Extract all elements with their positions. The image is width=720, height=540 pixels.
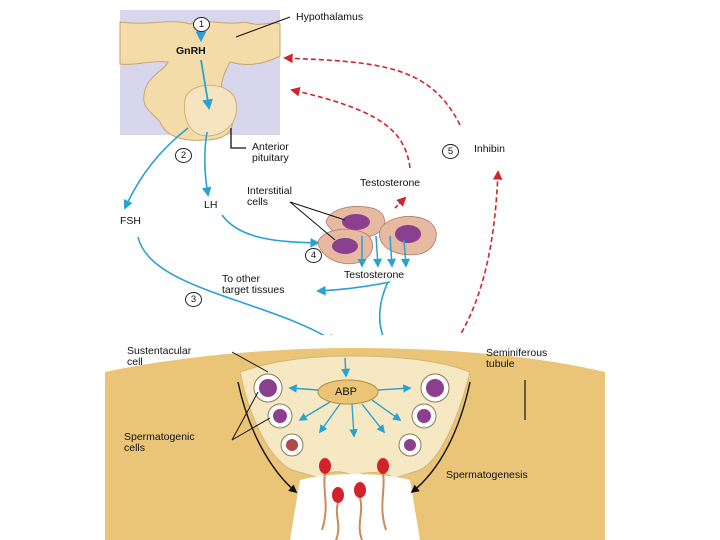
spermatogenic-cells [253,373,450,457]
testosterone-release-arrow [394,196,407,209]
gnrh-arrow-lower [200,59,213,111]
lh-arrow [201,131,212,197]
abp-label: ABP [335,386,358,398]
fsh-into-tubule-arrow [341,357,351,378]
step-3-marker: 3 [185,292,202,307]
hypothalamus-label: Hypothalamus [296,11,364,23]
interstitial-leader-1 [289,201,346,221]
sperm-cells [319,458,389,540]
tubule-lumen [290,474,420,540]
abp-arrow-down-2 [319,403,341,434]
fsh-label: FSH [120,215,141,227]
spermatogenic-leader-1 [231,417,271,441]
testosterone-top-label: Testosterone [360,177,421,189]
pituitary-leader [230,128,246,149]
anterior-pituitary-label: Anterior pituitary [252,141,289,164]
spermatogenesis-arrow-right [410,381,471,494]
other-target-tissues-label: To other target tissues [222,273,285,296]
testosterone-feedback-arrow [290,87,411,169]
spermatogenic-leader-2 [231,391,259,441]
testosterone-arrow-2 [373,235,383,268]
testosterone-arrow-4 [400,239,410,268]
interstitial-leader-2 [289,201,336,241]
interstitial-cell-cluster [317,206,437,265]
abp-arrow-down-5 [371,399,402,421]
sustentacular-cell-label: Sustentacular cell [127,345,192,368]
tubule-top-edge [105,335,605,372]
step-4-marker: 4 [305,248,322,263]
abp-arrow-down-1 [298,401,331,421]
spermatogenic-cells-label: Spermatogenic cells [124,431,195,454]
abp-ellipse [317,379,379,405]
other-tissues-arrow [316,281,391,296]
fsh-to-tubule-arrow [137,236,337,344]
spermatogenesis-arrow-left [237,381,298,494]
interstitial-cells-label: Interstitial cells [247,185,292,208]
abp-arrow-right [377,384,412,393]
step-5-marker: 5 [442,144,459,159]
abp-arrow-down-4 [361,403,386,434]
sustentacular-leader [231,351,269,373]
spermatogenesis-label: Spermatogenesis [446,469,528,481]
inhibin-release-arrow [437,170,503,366]
step-2-marker: 2 [175,148,192,163]
step-1-marker: 1 [193,17,210,32]
abp-arrow-down-3 [349,403,358,438]
lh-to-interstitial-arrow [221,214,320,248]
testosterone-bottom-label: Testosterone [344,269,405,281]
abp-arrow-left [288,384,319,393]
inhibin-label: Inhibin [474,143,505,155]
seminiferous-tubule-label: Seminiferous tubule [486,347,548,370]
hypothalamus-leader [235,16,291,38]
inhibin-feedback-arrow [283,53,461,126]
fsh-arrow [123,127,189,210]
lh-label: LH [204,199,218,211]
testosterone-arrow-3 [387,235,397,268]
gnrh-label: GnRH [176,45,206,57]
